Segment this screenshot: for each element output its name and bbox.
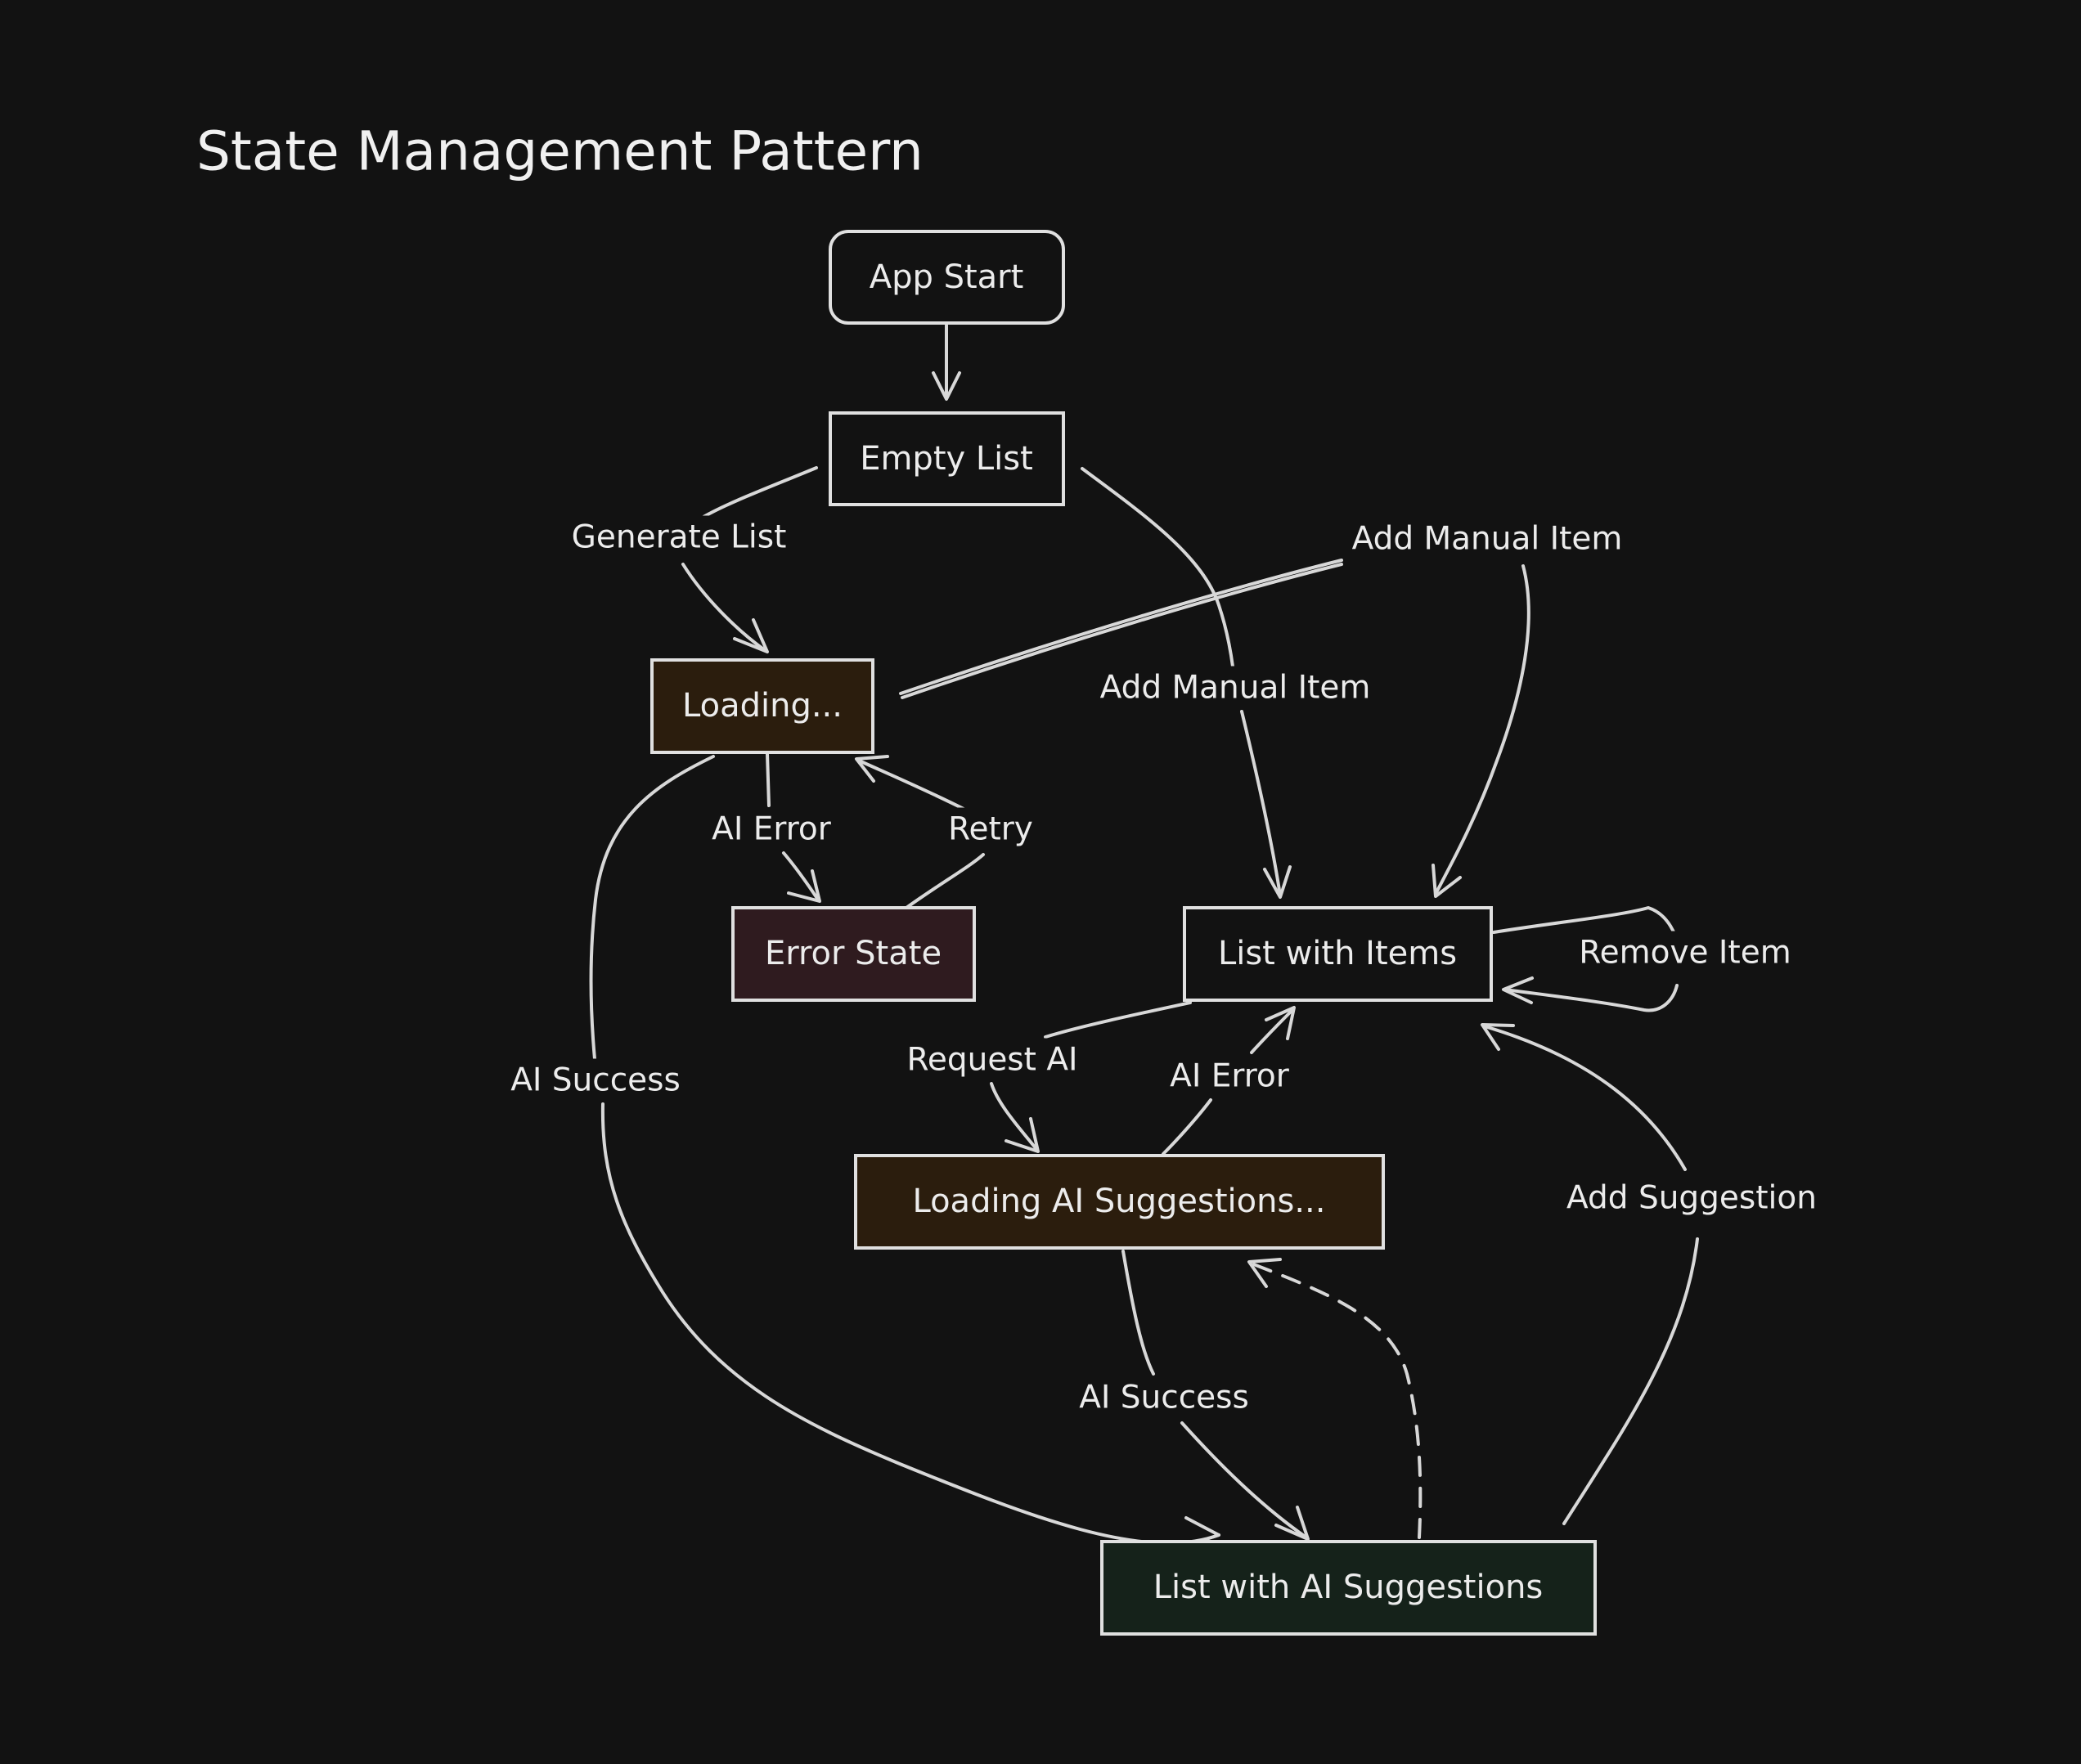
edge-label-background: [901, 1038, 1083, 1082]
node-list-with-items-label: List with Items: [1218, 935, 1457, 972]
edge-start-to-empty: [932, 324, 961, 401]
edge-label-background: [1094, 666, 1376, 710]
edge-label-ai-error-1: AI Error: [712, 811, 832, 848]
node-loading-ai-label: Loading AI Suggestions...: [913, 1183, 1326, 1220]
node-app-start-label: App Start: [870, 258, 1024, 296]
edge-label-background: [707, 807, 837, 851]
node-empty-list-label: Empty List: [860, 440, 1033, 478]
node-list-ai-label: List with AI Suggestions: [1153, 1569, 1544, 1606]
edge-label-ai-error-2: AI Error: [1170, 1058, 1290, 1095]
node-list-ai-box: [1100, 1540, 1597, 1636]
node-error-state: Error State: [731, 906, 976, 1002]
edge-label-ai-success-2: AI Success: [1079, 1380, 1249, 1416]
edge-empty-add-manual: [1081, 467, 1292, 899]
diagram-title: State Management Pattern: [196, 120, 924, 183]
edge-label-request-ai: Request AI: [907, 1042, 1078, 1079]
edge-label-background: [1562, 1176, 1822, 1220]
edge-label-add-manual-mid: Add Manual Item: [1100, 670, 1371, 707]
node-list-with-items-box: [1183, 906, 1493, 1002]
node-app-start-box: [829, 230, 1065, 325]
edge-label-background: [1165, 1054, 1295, 1098]
edge-loadingai-success: [1121, 1250, 1310, 1541]
edge-label-add-manual-top: Add Manual Item: [1352, 521, 1623, 558]
node-loading-label: Loading...: [682, 687, 843, 725]
edge-loading-ai-error: [766, 752, 821, 903]
node-loading-ai: Loading AI Suggestions...: [854, 1154, 1385, 1250]
edge-label-background: [1074, 1376, 1254, 1420]
node-list-ai: List with AI Suggestions: [1100, 1540, 1597, 1636]
edge-add-suggestion: [1481, 1023, 1699, 1525]
edge-loadingai-error: [1162, 1006, 1296, 1156]
node-loading-box: [650, 658, 874, 754]
edge-dashed-back: [1247, 1258, 1423, 1539]
edge-label-generate-list: Generate List: [572, 519, 787, 556]
edge-label-background: [1346, 517, 1628, 561]
edge-retry: [855, 755, 985, 909]
node-empty-list-box: [829, 411, 1065, 506]
edge-generate-list: [681, 466, 818, 653]
edge-label-retry: Retry: [948, 811, 1033, 848]
node-app-start: App Start: [829, 230, 1065, 325]
edge-label-ai-success-1: AI Success: [510, 1062, 681, 1099]
edge-request-ai: [990, 1001, 1192, 1153]
node-loading-ai-box: [854, 1154, 1385, 1250]
edge-label-background: [566, 515, 792, 559]
node-loading: Loading...: [650, 658, 874, 754]
edge-loading-add-manual: [899, 559, 1530, 898]
node-list-with-items: List with Items: [1183, 906, 1493, 1002]
edge-label-remove-item: Remove Item: [1579, 935, 1791, 972]
nodes: App Start Empty List Loading... Error St…: [650, 230, 1597, 1636]
edge-label-background: [943, 807, 1038, 851]
node-empty-list: Empty List: [829, 411, 1065, 506]
edge-labels: Generate List Add Manual Item Add Manual…: [506, 515, 1822, 1420]
node-error-state-label: Error State: [765, 935, 942, 972]
edge-loading-ai-success: [589, 755, 1220, 1546]
edge-label-background: [1574, 931, 1796, 975]
edge-label-background: [506, 1058, 685, 1102]
edge-label-add-suggestion: Add Suggestion: [1566, 1180, 1817, 1217]
node-error-state-box: [731, 906, 976, 1002]
